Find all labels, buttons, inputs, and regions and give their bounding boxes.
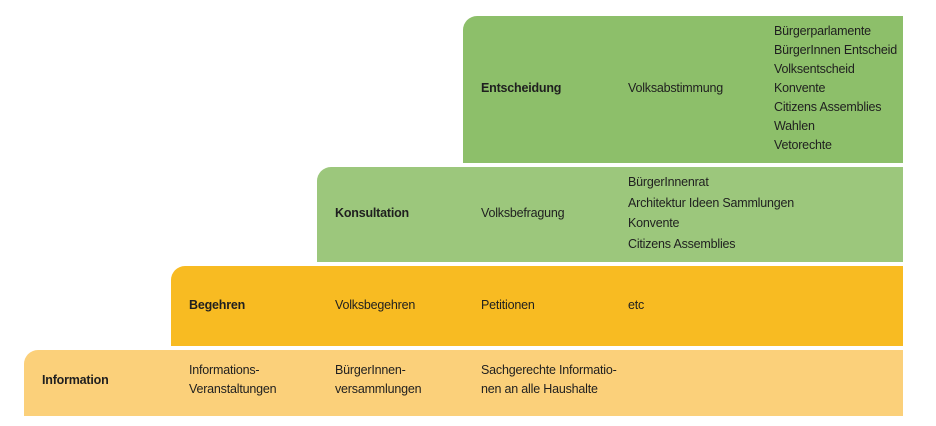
entscheidung-col2: Volksabstimmung bbox=[628, 81, 723, 95]
text-line: Informations- bbox=[189, 363, 260, 377]
list-item: Bürgerparlamente bbox=[774, 24, 871, 38]
konsultation-label: Konsultation bbox=[335, 206, 409, 220]
begehren-col4: etc bbox=[628, 298, 645, 312]
list-item: Konvente bbox=[628, 216, 680, 230]
list-item: Citizens Assemblies bbox=[628, 236, 736, 251]
text-line: nen an alle Haushalte bbox=[481, 381, 598, 396]
information-col4: Sachgerechte Informatio- nen an alle Hau… bbox=[481, 361, 617, 398]
text-line: versammlungen bbox=[335, 381, 422, 396]
list-item: Architektur Ideen Sammlungen bbox=[628, 195, 795, 210]
list-item: BürgerInnen Entscheid bbox=[774, 43, 897, 57]
information-col3: BürgerInnen- versammlungen bbox=[335, 361, 422, 398]
list-item: Vetorechte bbox=[774, 138, 832, 152]
step-begehren bbox=[171, 266, 903, 346]
begehren-col2: Volksbegehren bbox=[335, 298, 416, 312]
begehren-label: Begehren bbox=[189, 298, 246, 312]
konsultation-col2: Volksbefragung bbox=[481, 206, 565, 220]
list-item: Citizens Assemblies bbox=[774, 100, 882, 114]
step-konsultation bbox=[317, 167, 903, 262]
information-label: Information bbox=[42, 373, 109, 387]
step-information bbox=[24, 350, 903, 416]
step-entscheidung bbox=[463, 16, 903, 163]
information-col2: Informations- Veranstaltungen bbox=[189, 361, 277, 398]
list-item: BürgerInnenrat bbox=[628, 175, 709, 189]
entscheidung-items: Bürgerparlamente BürgerInnen Entscheid V… bbox=[774, 22, 897, 155]
list-item: Konvente bbox=[774, 81, 826, 95]
entscheidung-label: Entscheidung bbox=[481, 81, 562, 95]
begehren-col3: Petitionen bbox=[481, 298, 535, 312]
text-line: Veranstaltungen bbox=[189, 381, 277, 396]
text-line: BürgerInnen- bbox=[335, 363, 406, 377]
text-line: Sachgerechte Informatio- bbox=[481, 363, 617, 377]
list-item: Volksentscheid bbox=[774, 62, 855, 76]
list-item: Wahlen bbox=[774, 119, 815, 133]
konsultation-items: BürgerInnenrat Architektur Ideen Sammlun… bbox=[628, 172, 794, 254]
